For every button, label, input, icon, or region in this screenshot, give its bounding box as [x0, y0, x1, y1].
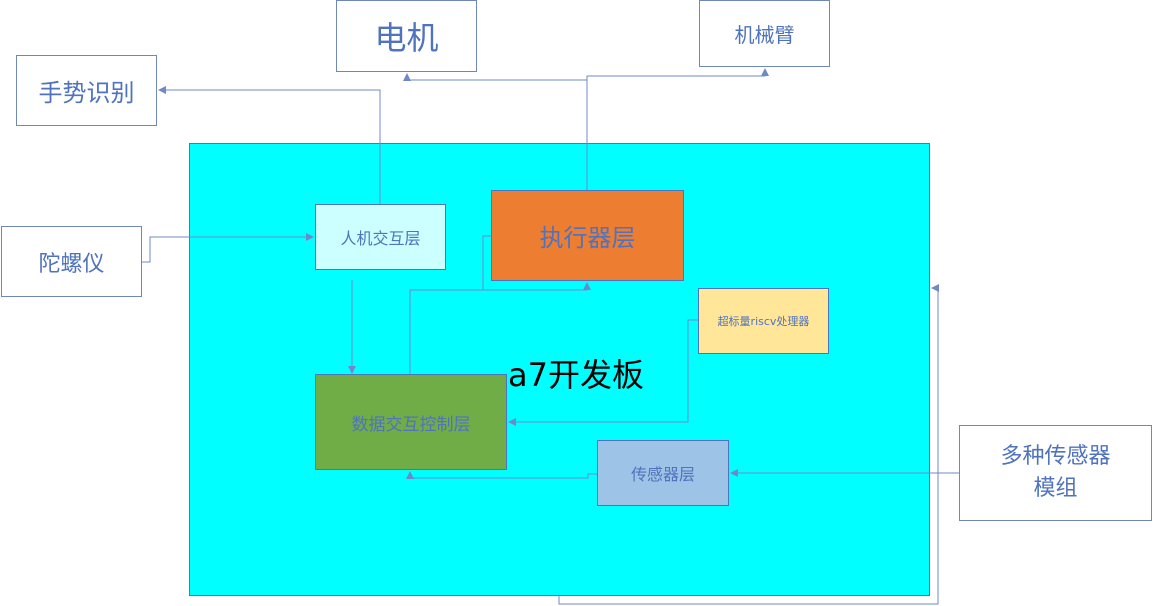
actuator-layer-box[interactable]: 执行器层	[491, 190, 684, 281]
actuator-to-motor-line	[403, 73, 587, 81]
gesture-label: 手势识别	[38, 79, 135, 107]
hmi-layer-label: 人机交互层	[340, 229, 421, 248]
arm-box[interactable]: 机械臂	[699, 0, 830, 67]
sensor-layer-label: 传感器层	[630, 465, 695, 484]
riscv-processor-label: 超标量riscv处理器	[717, 315, 810, 328]
motor-box[interactable]: 电机	[336, 0, 477, 72]
sensor-modules-label: 多种传感器 模组	[1000, 444, 1111, 501]
board-label: a7开发板	[508, 356, 644, 394]
motor-label: 电机	[374, 19, 439, 57]
hmi-layer-box[interactable]: 人机交互层	[315, 204, 446, 270]
data-control-layer-label: 数据交互控制层	[351, 414, 471, 435]
data-control-layer-box[interactable]: 数据交互控制层	[315, 374, 507, 470]
sensor-layer-box[interactable]: 传感器层	[597, 440, 729, 506]
gesture-box[interactable]: 手势识别	[16, 55, 157, 126]
gyro-label: 陀螺仪	[38, 251, 105, 277]
gyro-box[interactable]: 陀螺仪	[1, 226, 142, 297]
actuator-layer-label: 执行器层	[539, 224, 636, 252]
sensor-modules-box[interactable]: 多种传感器 模组	[959, 425, 1152, 521]
riscv-processor-box[interactable]: 超标量riscv处理器	[698, 288, 829, 354]
arm-label: 机械臂	[734, 23, 795, 47]
